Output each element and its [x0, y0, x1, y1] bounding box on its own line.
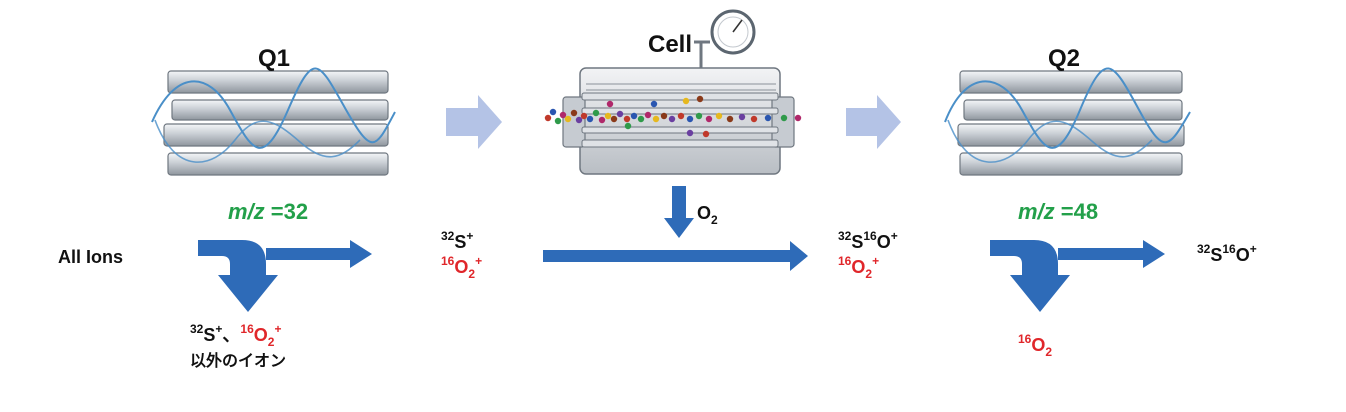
ion-particle — [610, 115, 618, 123]
ion-particle — [764, 114, 772, 122]
gas-o2-label: O2 — [697, 203, 718, 226]
q1-quadrupole — [151, 67, 396, 176]
ion-particle — [592, 109, 600, 117]
cell-input-s-ion: 32S+ — [441, 229, 474, 252]
ion-particle — [686, 129, 694, 137]
ion-particle — [686, 115, 694, 123]
reaction-cell — [562, 9, 795, 175]
flow-arrow-1 — [446, 95, 502, 149]
ion-particle — [598, 116, 606, 124]
gas-subscript: 2 — [711, 213, 718, 227]
ion-particle — [549, 108, 557, 116]
ion-particle — [682, 97, 690, 105]
gas-symbol: O — [697, 203, 712, 223]
ion-particle — [695, 112, 703, 120]
q2-title: Q2 — [1048, 45, 1081, 72]
ion-particle — [544, 114, 552, 122]
ion-particle — [606, 100, 614, 108]
ion-particle — [705, 115, 713, 123]
ion-particle — [702, 130, 710, 138]
q2-mz-value: =48 — [1054, 199, 1099, 224]
ion-particle — [559, 111, 567, 119]
ion-particle — [660, 112, 668, 120]
q2-filter-arrows — [990, 240, 1165, 312]
ion-particle — [604, 112, 612, 120]
ion-particle — [586, 115, 594, 123]
ion-particle — [652, 115, 660, 123]
q2-mz-symbol: m/z — [1018, 199, 1055, 224]
flow-arrow-2 — [846, 95, 901, 149]
ion-particle — [650, 100, 658, 108]
ion-particle — [570, 109, 578, 117]
q1-filter-arrows — [198, 240, 372, 312]
ion-particle — [564, 115, 572, 123]
cell-input-o2-ion: 16O2+ — [441, 254, 483, 281]
q2-quadrupole — [944, 67, 1191, 176]
all-ions-label: All Ions — [58, 247, 124, 267]
ion-particle — [616, 110, 624, 118]
q1-mz-value: =32 — [264, 199, 309, 224]
ion-particle — [575, 116, 583, 124]
cell-title: Cell — [648, 31, 693, 58]
ion-particles — [544, 95, 802, 138]
cell-output-o2-ion: 16O2+ — [838, 254, 880, 281]
ion-particle — [668, 115, 676, 123]
q2-rejected-ion: 16O2 — [1018, 332, 1053, 359]
cell-output-so-ion: 32S16O+ — [838, 229, 898, 252]
ion-particle — [624, 122, 632, 130]
ion-particle — [715, 112, 723, 120]
q1-mz-label: m/z =32 — [228, 201, 308, 223]
q2-output-so-ion: 32S16O+ — [1197, 242, 1257, 265]
ion-particle — [644, 111, 652, 119]
ion-particle — [630, 112, 638, 120]
ion-particle — [750, 115, 758, 123]
ion-particle — [580, 112, 588, 120]
q1-rejected-note: 以外のイオン — [190, 353, 287, 370]
ion-particle — [677, 112, 685, 120]
ion-particle — [794, 114, 802, 122]
ion-particle — [696, 95, 704, 103]
gas-inlet-arrow — [664, 186, 694, 238]
q1-mz-symbol: m/z — [228, 199, 265, 224]
ion-particle — [554, 117, 562, 125]
ion-particle — [780, 114, 788, 122]
ion-particle — [726, 115, 734, 123]
cell-output-arrow — [543, 241, 808, 271]
q1-rejected-ions: 32S+、16O2+ — [190, 322, 282, 349]
ion-particle — [637, 115, 645, 123]
q2-mz-label: m/z =48 — [1018, 201, 1098, 223]
ion-particle — [623, 115, 631, 123]
ion-particle — [738, 113, 746, 121]
q1-title: Q1 — [258, 45, 291, 72]
